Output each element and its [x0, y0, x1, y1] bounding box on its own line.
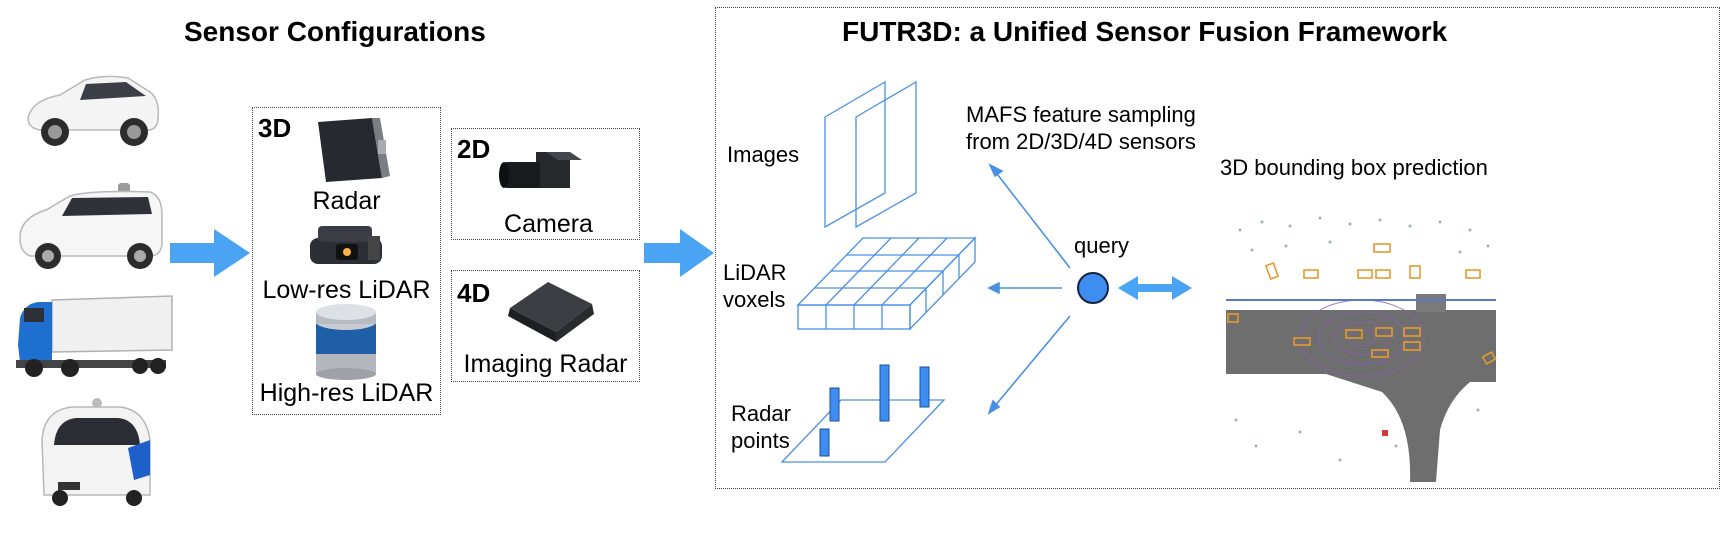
vehicles-to-sensors-arrow — [170, 229, 250, 277]
white-minivan-robotaxi-icon — [19, 183, 163, 269]
delivery-robot-vehicle-icon — [41, 398, 151, 506]
mafs-label-line1: MAFS feature sampling — [966, 102, 1196, 127]
left-title: Sensor Configurations — [184, 16, 486, 47]
radar-points-label-line1: Radar — [731, 401, 791, 426]
sensors-to-framework-arrow — [644, 229, 714, 277]
imaging-radar-icon — [508, 282, 594, 342]
low-res-lidar-icon — [310, 226, 382, 264]
query-label: query — [1074, 233, 1130, 258]
imaging-radar-label: Imaging Radar — [463, 350, 628, 378]
high-res-lidar-icon — [316, 304, 376, 380]
images-label: Images — [727, 142, 800, 167]
low-res-lidar-label: Low-res LiDAR — [262, 276, 431, 304]
radar-sensor-icon — [318, 118, 390, 182]
framework-box — [715, 7, 1720, 489]
sampling-arrows — [987, 163, 1071, 415]
white-suv-car-icon — [27, 75, 160, 146]
lidar-voxels-label-line1: LiDAR — [723, 260, 787, 285]
high-res-lidar-label: High-res LiDAR — [259, 379, 434, 407]
prediction-label: 3D bounding box prediction — [1220, 155, 1488, 180]
lidar-voxel-grid — [796, 236, 977, 331]
camera-icon — [499, 152, 582, 188]
query-node — [1077, 272, 1109, 304]
radar-points-plane — [780, 364, 946, 463]
sensor-2d-heading: 2D — [457, 134, 491, 164]
radar-label: Radar — [312, 187, 381, 215]
camera-label: Camera — [504, 210, 593, 238]
blue-semi-truck-icon — [16, 295, 173, 377]
lidar-voxels-label-line2: voxels — [723, 287, 786, 312]
sensor-3d-box — [252, 107, 441, 415]
query-prediction-double-arrow — [1118, 276, 1192, 300]
mafs-label-line2: from 2D/3D/4D sensors — [966, 129, 1196, 154]
sensor-4d-heading: 4D — [457, 278, 491, 308]
radar-points-label-line2: points — [731, 428, 790, 453]
sensor-3d-heading: 3D — [258, 113, 292, 143]
sensor-2d-box — [451, 128, 640, 240]
sensor-4d-box — [451, 270, 640, 382]
bev-prediction-scene — [1226, 210, 1497, 482]
right-title: FUTR3D: a Unified Sensor Fusion Framewor… — [842, 16, 1448, 47]
image-planes — [824, 80, 917, 229]
